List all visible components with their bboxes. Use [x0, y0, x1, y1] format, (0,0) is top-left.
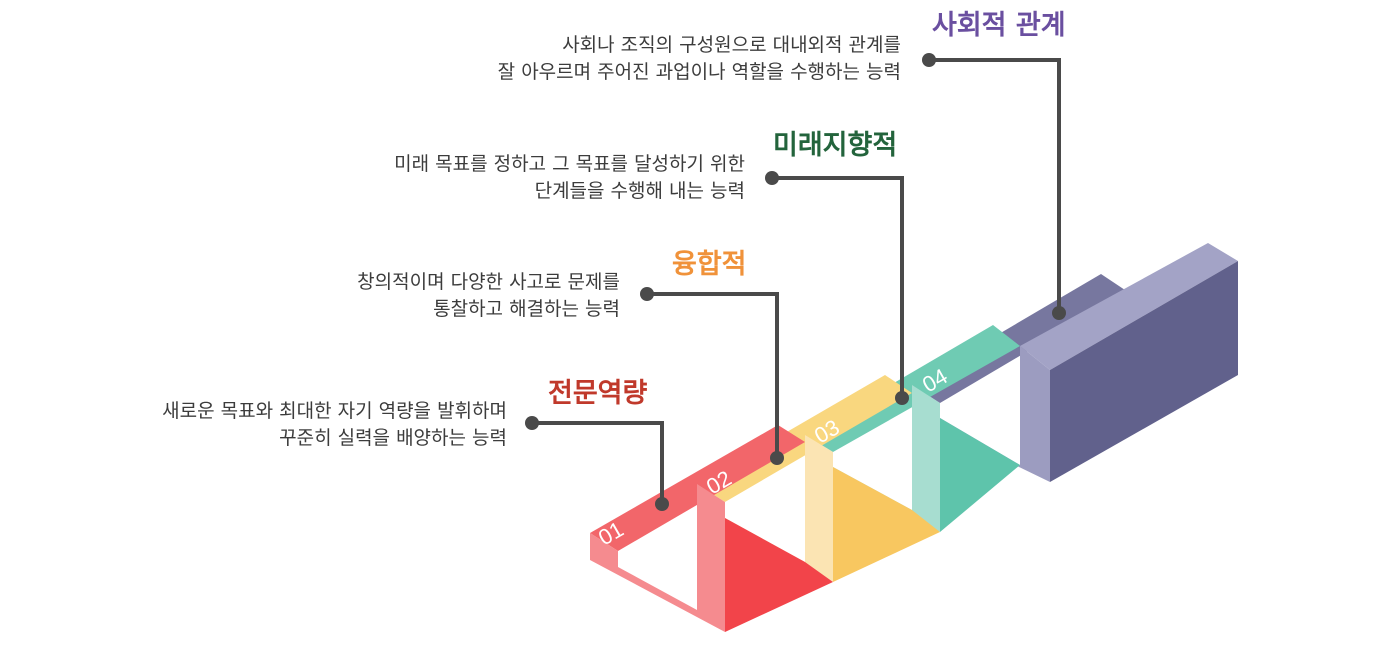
connectors [532, 58, 1061, 504]
step-01-front-face [590, 484, 725, 632]
connector-01-end-dot [655, 497, 669, 511]
step-03-description-line-2: 단계들을 수행해 내는 능력 [534, 180, 745, 202]
step-04-title: 사회적 관계 [932, 10, 1066, 41]
step-02-title: 융합적 [672, 249, 747, 280]
step-02-side-face [833, 467, 940, 582]
step-02-description: 창의적이며 다양한 사고로 문제를 통찰하고 해결하는 능력 [357, 269, 620, 323]
step-02-description-line-2: 통찰하고 해결하는 능력 [433, 298, 620, 320]
connector-04-end-dot [1052, 306, 1066, 320]
step-03-title: 미래지향적 [773, 130, 898, 161]
connector-03-end-dot [895, 391, 909, 405]
step-02-description-line-1: 창의적이며 다양한 사고로 문제를 [357, 271, 620, 293]
step-04-description-line-1: 사회나 조직의 구성원으로 대내외적 관계를 [562, 34, 901, 56]
step-04-side-face [1050, 261, 1238, 482]
connector-04-start-dot [922, 53, 936, 67]
connector-02-line [647, 292, 779, 458]
step-03-description: 미래 목표를 정하고 그 목표를 달성하기 위한 단계들을 수행해 내는 능력 [394, 151, 745, 205]
connector-02-end-dot [770, 451, 784, 465]
connector-03-start-dot [765, 171, 779, 185]
connector-03-line [772, 176, 904, 398]
step-01-description-line-2: 꾸준히 실력을 배양하는 능력 [279, 427, 507, 449]
step-04-description-line-2: 잘 아우르며 주어진 과업이나 역할을 수행하는 능력 [497, 61, 901, 83]
step-04-description: 사회나 조직의 구성원으로 대내외적 관계를 잘 아우르며 주어진 과업이나 역… [498, 32, 901, 86]
connector-dots [525, 53, 1066, 511]
step-01-description: 새로운 목표와 최대한 자기 역량을 발휘하며 꾸준히 실력을 배양하는 능력 [162, 398, 507, 452]
connector-01-start-dot [525, 416, 539, 430]
connector-04-line [929, 58, 1061, 313]
step-01-side-face [725, 518, 833, 632]
step-01-block [590, 425, 833, 632]
step-01-title: 전문역량 [548, 378, 648, 409]
step-01-description-line-1: 새로운 목표와 최대한 자기 역량을 발휘하며 [162, 400, 507, 422]
step-03-side-face [940, 418, 1020, 532]
connector-02-start-dot [640, 287, 654, 301]
step-03-description-line-1: 미래 목표를 정하고 그 목표를 달성하기 위한 [394, 153, 745, 175]
connector-01-line [532, 421, 664, 504]
step-04-back-riser [1020, 243, 1238, 370]
